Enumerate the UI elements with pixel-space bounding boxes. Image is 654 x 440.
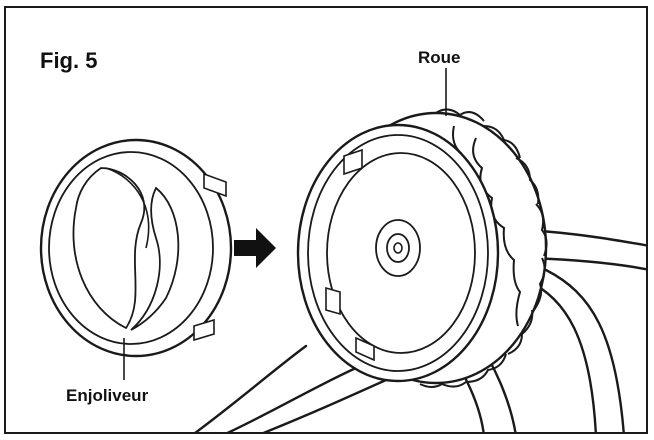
leader-lines [123, 68, 447, 380]
hubcap-label: Enjoliveur [66, 386, 149, 405]
figure-title: Fig. 5 [40, 48, 98, 73]
hubcap [39, 138, 233, 358]
assembly-drawing [39, 68, 646, 432]
wheel [296, 108, 548, 388]
figure-frame: Fig. 5 Roue Enjoliveur [4, 6, 648, 434]
wheel-label: Roue [418, 48, 461, 67]
arrow-right-icon [234, 228, 276, 268]
